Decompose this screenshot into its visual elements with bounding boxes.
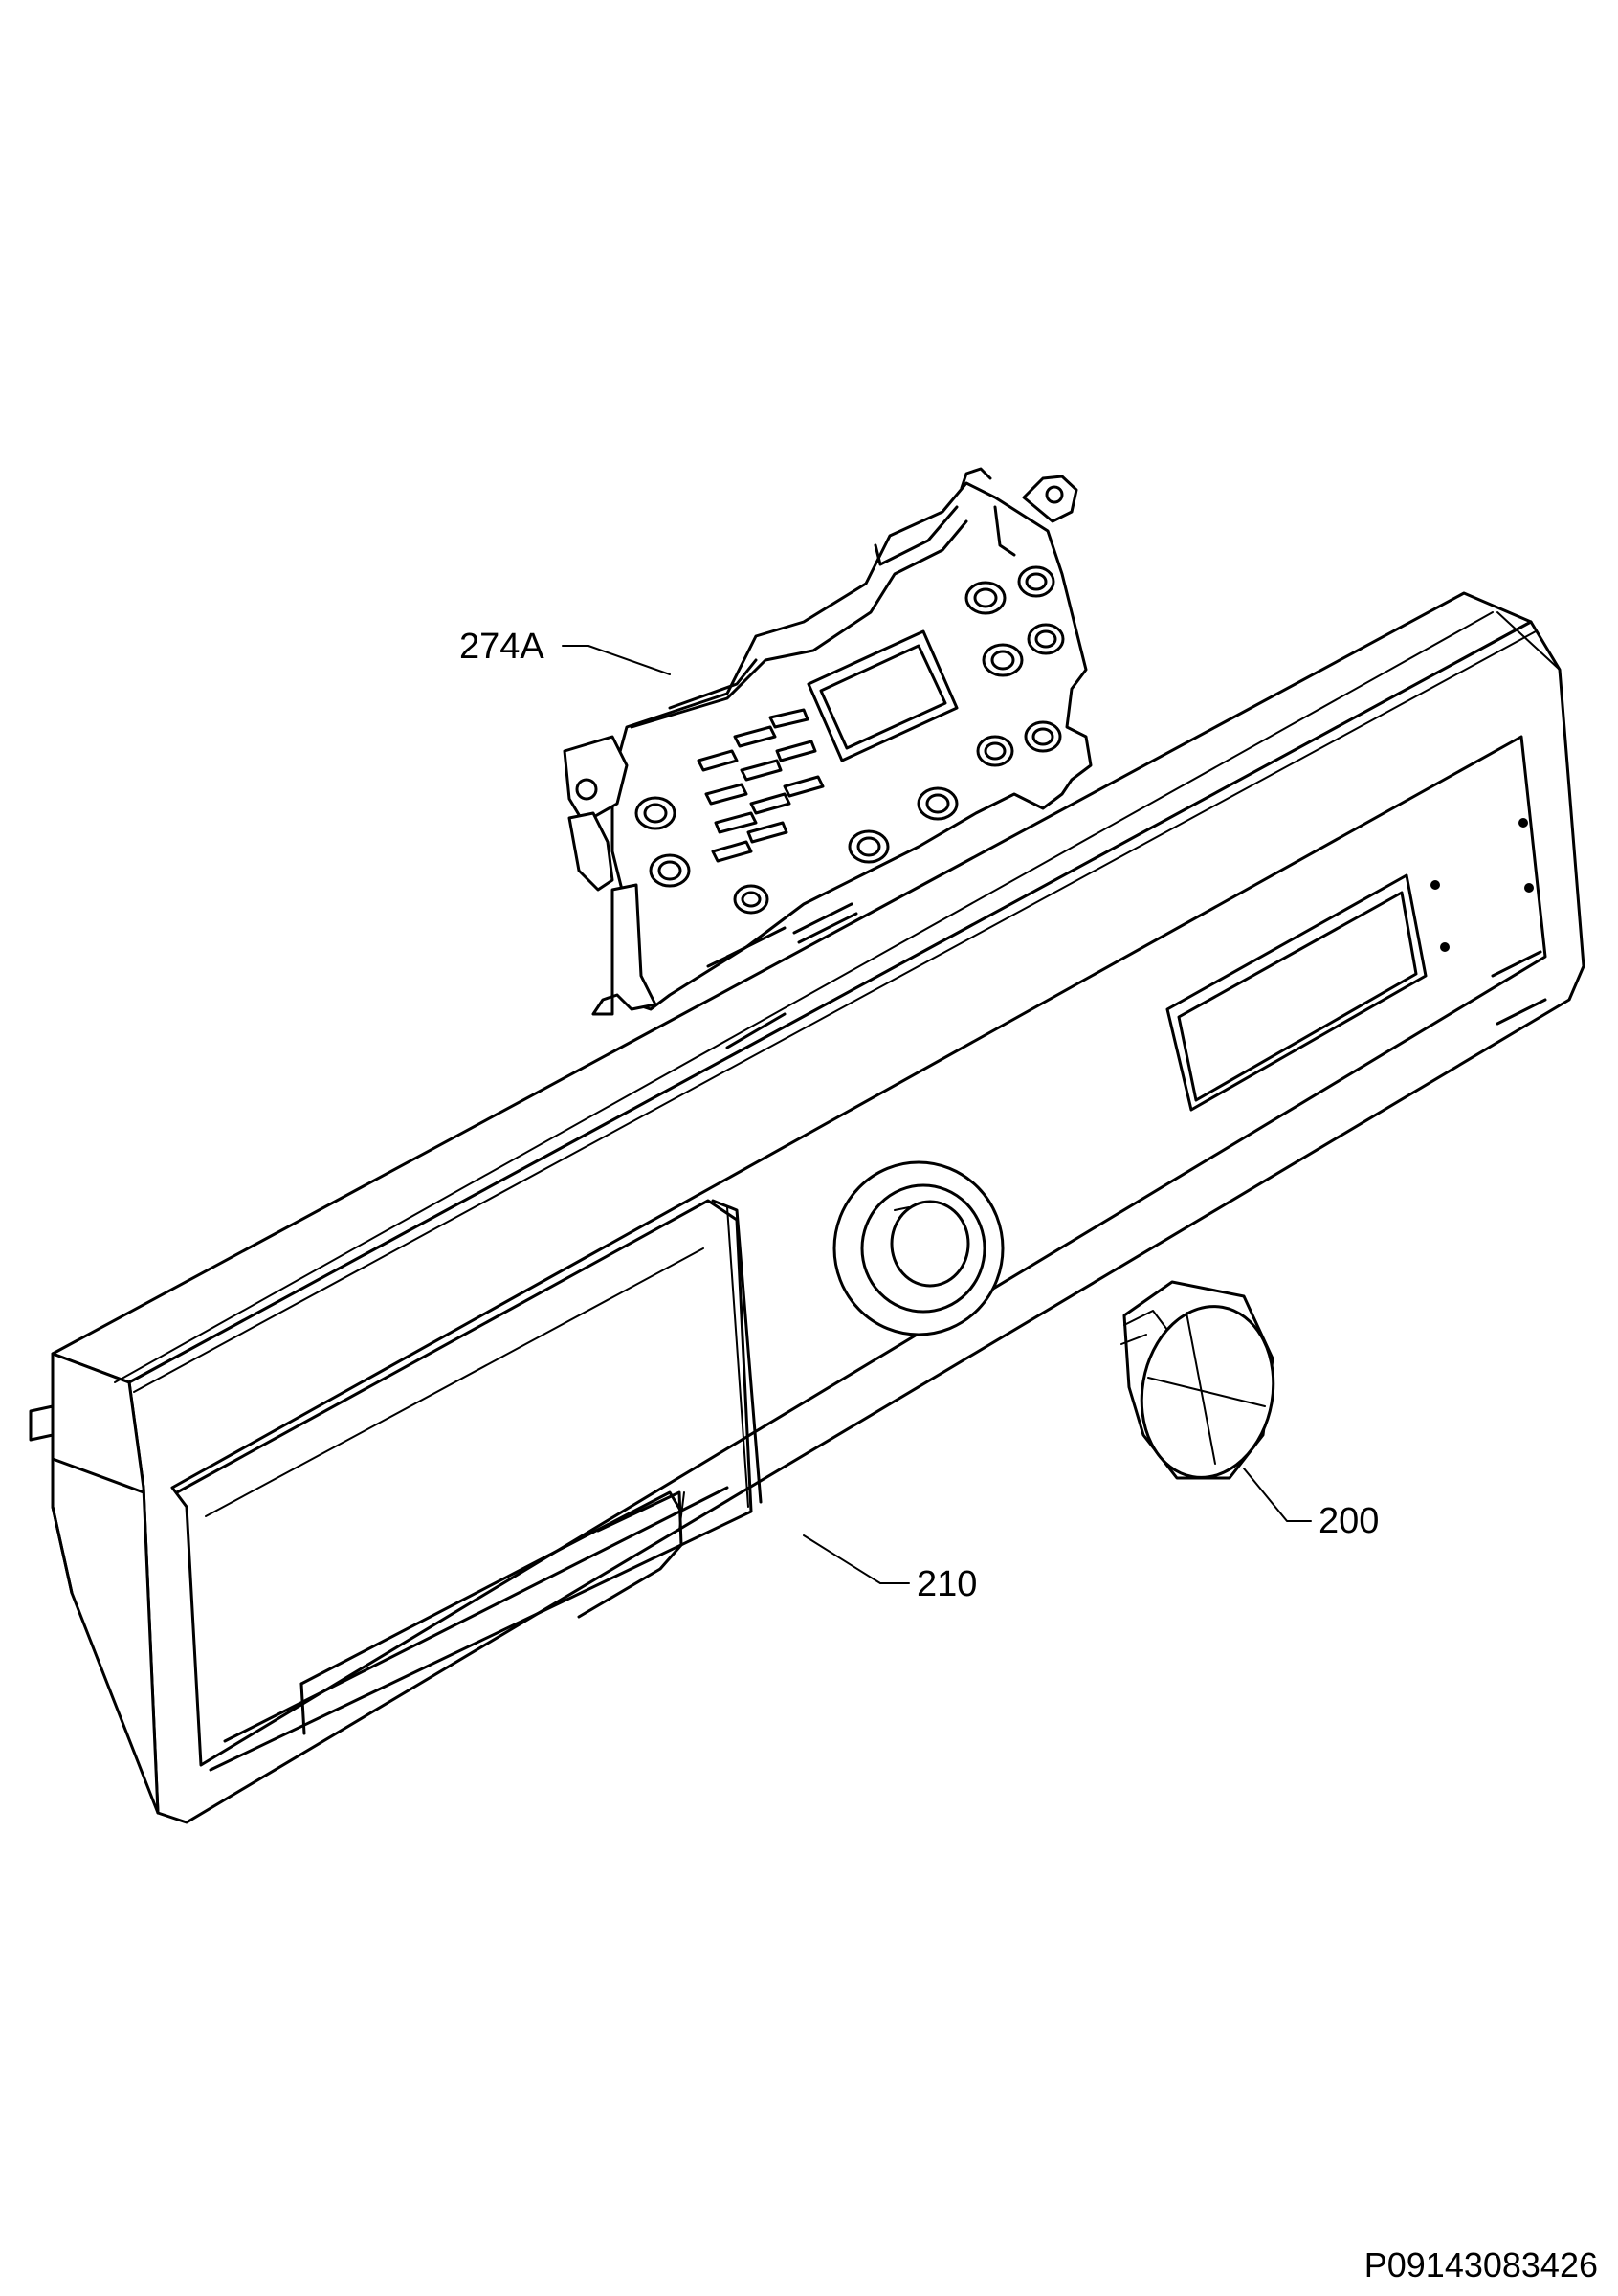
label-210: 210 — [917, 1564, 977, 1604]
leader-274A — [562, 645, 671, 675]
reference-code: P09143083426 — [1364, 2245, 1598, 2285]
part-210-control-panel — [29, 591, 1585, 1824]
label-200: 200 — [1319, 1501, 1379, 1541]
label-274A: 274A — [459, 627, 544, 667]
leader-200 — [1243, 1468, 1312, 1522]
part-274A-board-holder — [563, 467, 1093, 1016]
leader-210 — [803, 1534, 910, 1584]
part-200-selector-knob — [1120, 1280, 1275, 1480]
